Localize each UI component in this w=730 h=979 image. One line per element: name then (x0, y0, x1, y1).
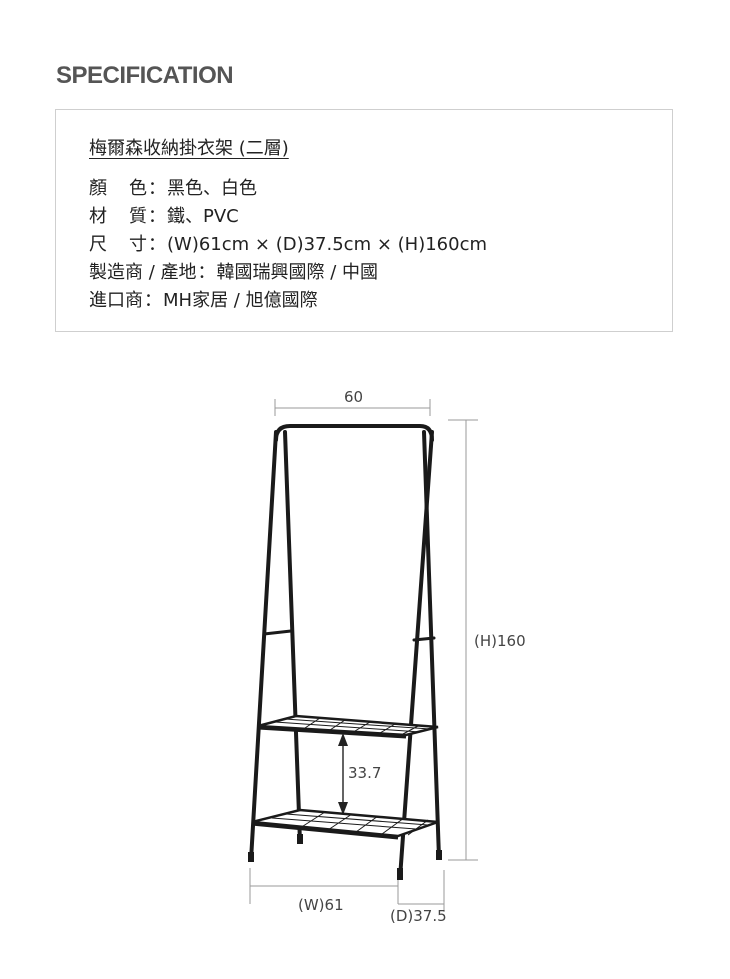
spec-row-material: 材 質 ：鐵、PVC (89, 202, 239, 228)
spec-row-color: 顏 色 ：黑色、白色 (89, 174, 257, 200)
spec-value: 鐵、PVC (167, 206, 239, 227)
spec-separator: ： (148, 178, 166, 199)
spec-value: 黑色、白色 (167, 178, 257, 199)
spec-separator: ： (148, 206, 166, 227)
spec-separator: ： (197, 262, 216, 283)
spec-value: MH家居 / 旭億國際 (163, 290, 318, 311)
rack-crossbar-right (412, 636, 436, 642)
spec-value: 韓國瑞興國際 / 中國 (216, 262, 379, 283)
rack-shelf-lower (251, 808, 439, 840)
dim-label-depth: (D)37.5 (390, 907, 447, 925)
spec-separator: ： (144, 290, 162, 311)
spec-heading: SPECIFICATION (56, 62, 234, 89)
spec-row-importer: 進口商：MH家居 / 旭億國際 (89, 286, 318, 312)
dim-shelf-gap-arrow (338, 733, 348, 815)
spec-box: 梅爾森收納掛衣架 (二層) 顏 色 ：黑色、白色 材 質 ：鐵、PVC 尺 寸 … (55, 109, 673, 332)
dimension-lines (249, 399, 478, 912)
spec-label: 顏 色 (89, 178, 147, 199)
rack-shelf-upper (257, 714, 439, 739)
spec-label: 進口商 (89, 290, 143, 311)
rack-crossbar-left (262, 629, 293, 636)
spec-label: 材 質 (89, 206, 147, 227)
product-title: 梅爾森收納掛衣架 (二層) (89, 138, 289, 159)
rack-leg-caps (248, 834, 442, 880)
rack-leg-front-left (249, 430, 278, 862)
spec-value: (W)61cm × (D)37.5cm × (H)160cm (167, 234, 488, 255)
dim-label-shelf-gap: 33.7 (348, 764, 381, 782)
dim-label-top-width: 60 (344, 388, 363, 406)
rack-leg-front-right (398, 430, 434, 880)
clothes-rack-diagram: 60 (H)160 33.7 (W)61 (D)37.5 (248, 388, 526, 925)
spec-label: 製造商 / 產地 (89, 262, 197, 283)
rack-leg-back-left (283, 430, 302, 844)
spec-label: 尺 寸 (89, 234, 147, 255)
rack-frame (249, 424, 441, 880)
rack-hanging-bar (274, 424, 434, 442)
spec-row-size: 尺 寸 ：(W)61cm × (D)37.5cm × (H)160cm (89, 230, 487, 256)
spec-row-origin: 製造商 / 產地：韓國瑞興國際 / 中國 (89, 258, 378, 284)
dim-label-height: (H)160 (474, 632, 526, 650)
dim-label-width: (W)61 (298, 896, 344, 914)
spec-separator: ： (148, 234, 166, 255)
